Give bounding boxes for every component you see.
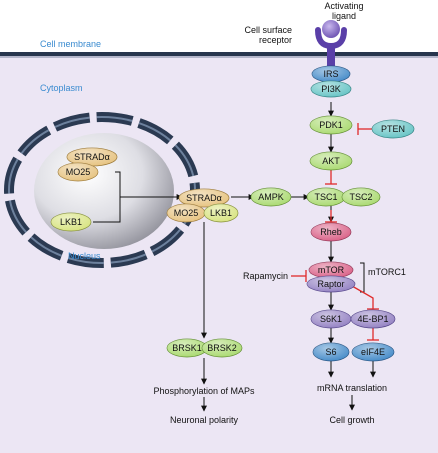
rapamycin-label: Rapamycin [243, 271, 288, 281]
node-brsk2: BRSK2 [201, 338, 243, 358]
nucleus-label: Nucleus [68, 251, 101, 261]
ligand-icon [322, 20, 340, 38]
svg-text:STRADα: STRADα [74, 152, 110, 162]
outcome-polarity: Neuronal polarity [170, 415, 239, 425]
receptor-label-line1: Cell surface [244, 25, 292, 35]
outcome-growth: Cell growth [329, 415, 374, 425]
svg-text:Rheb: Rheb [320, 227, 342, 237]
svg-text:eIF4E: eIF4E [361, 347, 385, 357]
svg-text:PI3K: PI3K [321, 84, 341, 94]
membrane-label: Cell membrane [40, 39, 101, 49]
svg-text:S6: S6 [325, 347, 336, 357]
svg-text:IRS: IRS [323, 69, 338, 79]
svg-text:Raptor: Raptor [317, 279, 344, 289]
ligand-label-line2: ligand [332, 11, 356, 21]
svg-text:PTEN: PTEN [381, 124, 405, 134]
cytoplasm-label: Cytoplasm [40, 83, 83, 93]
node-pi3k: PI3K [310, 80, 352, 98]
outcome-translation: mRNA translation [317, 383, 387, 393]
node-nuclear-strad: STRADα [66, 147, 118, 167]
svg-text:PDK1: PDK1 [319, 120, 343, 130]
node-s6: S6 [312, 342, 350, 362]
svg-text:BRSK1: BRSK1 [172, 343, 202, 353]
node-tsc2: TSC2 [341, 187, 381, 207]
svg-text:4E-BP1: 4E-BP1 [357, 314, 388, 324]
inhibit-raptor-4ebp1 [351, 285, 374, 309]
node-akt: AKT [309, 151, 353, 171]
arrow-nuclear-to-cyto [115, 171, 183, 200]
node-rheb: Rheb [310, 222, 352, 242]
svg-text:MO25: MO25 [174, 208, 199, 218]
node-mtor: mTOR [308, 261, 354, 279]
svg-text:LKB1: LKB1 [60, 217, 82, 227]
svg-text:MO25: MO25 [66, 167, 91, 177]
node-raptor: Raptor [306, 275, 356, 293]
svg-text:AKT: AKT [322, 156, 340, 166]
node-4ebp1: 4E-BP1 [350, 309, 396, 329]
node-eif4e: eIF4E [351, 342, 395, 362]
node-pten: PTEN [371, 119, 415, 139]
ligand-label-line1: Activating [324, 1, 363, 11]
node-irs: IRS [311, 65, 351, 83]
receptor-label-line2: receptor [259, 35, 292, 45]
node-cyto-lkb1: LKB1 [203, 203, 239, 223]
cell-membrane [0, 52, 438, 56]
outcome-maps: Phosphorylation of MAPs [153, 386, 255, 396]
node-cyto-strad: STRADα [178, 188, 230, 208]
svg-text:AMPK: AMPK [258, 192, 284, 202]
svg-text:BRSK2: BRSK2 [207, 343, 237, 353]
svg-text:TSC1: TSC1 [314, 192, 337, 202]
svg-text:STRADα: STRADα [186, 193, 222, 203]
svg-text:TSC2: TSC2 [349, 192, 372, 202]
node-s6k1: S6K1 [310, 309, 352, 329]
receptor-icon [315, 27, 347, 70]
svg-text:LKB1: LKB1 [210, 208, 232, 218]
node-pdk1: PDK1 [309, 115, 353, 135]
node-nuclear-lkb1: LKB1 [50, 212, 92, 232]
svg-text:S6K1: S6K1 [320, 314, 342, 324]
svg-text:mTOR: mTOR [318, 265, 345, 275]
node-cyto-mo25: MO25 [166, 203, 206, 223]
node-ampk: AMPK [250, 187, 292, 207]
node-nuclear-mo25: MO25 [57, 162, 99, 182]
mtorc1-label: mTORC1 [368, 267, 406, 277]
nucleus-icon [4, 112, 200, 268]
node-tsc1: TSC1 [306, 187, 346, 207]
node-brsk1: BRSK1 [166, 338, 208, 358]
arrow-lkb1-join [93, 197, 121, 223]
